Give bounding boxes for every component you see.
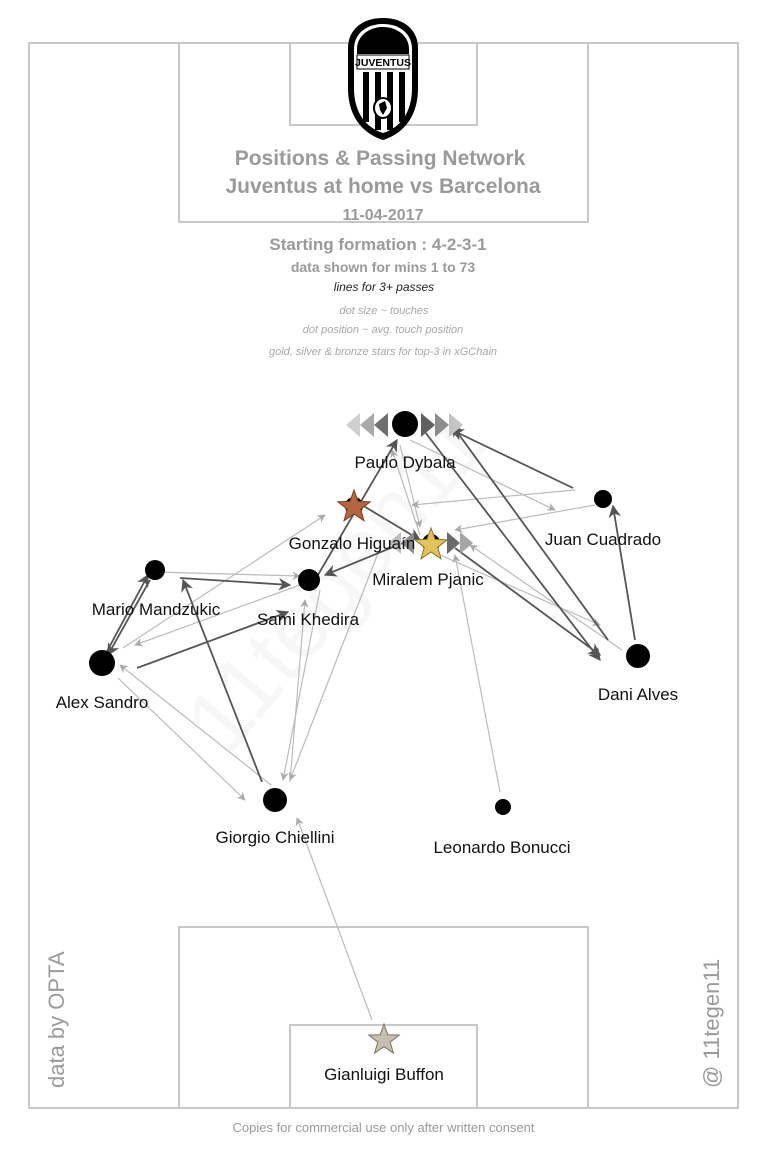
player-name-pjanic: Miralem Pjanic — [372, 570, 484, 589]
chevron-arrows-pjanic — [388, 532, 473, 554]
pass-line — [409, 439, 556, 511]
player-name-dybala: Paulo Dybala — [354, 453, 456, 472]
pass-line — [411, 489, 576, 509]
player-labels: Paulo Dybala Gonzalo Higuaín Miralem Pja… — [56, 453, 678, 1084]
player-name-mandzukic: Mario Mandzukic — [92, 600, 221, 619]
player-dot-bonucci — [495, 799, 511, 815]
pass-line — [452, 554, 501, 793]
copyright-footer: Copies for commercial use only after wri… — [232, 1120, 535, 1135]
match-date: 11-04-2017 — [343, 207, 424, 224]
pass-line — [107, 579, 151, 657]
chevron-arrows-dybala — [346, 413, 463, 437]
crest-text: JUVENTUS — [355, 57, 411, 69]
player-name-cuadrado: Juan Cuadrado — [545, 530, 661, 549]
player-dot-khedira — [298, 569, 320, 591]
formation-text: Starting formation : 4-2-3-1 — [269, 235, 486, 254]
player-name-sandro: Alex Sandro — [56, 693, 149, 712]
lines-note: lines for 3+ passes — [334, 280, 434, 294]
pass-line — [469, 544, 623, 651]
pass-line — [424, 431, 601, 661]
legend-dot-position: dot position ~ avg. touch position — [303, 324, 464, 336]
pass-line — [454, 547, 602, 656]
pass-line — [117, 677, 246, 801]
data-source-credit: data by OPTA — [44, 951, 69, 1088]
pass-line — [136, 610, 290, 669]
pass-line — [450, 429, 574, 489]
pass-line — [280, 589, 321, 781]
player-name-alves: Dani Alves — [598, 685, 678, 704]
juventus-crest-icon: JUVENTUS — [348, 18, 418, 140]
pass-lines-dark — [104, 423, 636, 783]
pass-line — [181, 578, 263, 783]
pass-lines-light — [117, 439, 623, 1021]
legend-dot-size: dot size ~ touches — [340, 305, 429, 317]
pass-line — [399, 444, 423, 528]
player-dot-sandro — [89, 650, 115, 676]
pass-line — [608, 504, 636, 641]
pass-line — [451, 423, 609, 641]
pass-line — [119, 664, 272, 786]
pass-line — [134, 584, 301, 647]
pass-line — [289, 599, 309, 783]
pass-line — [288, 547, 381, 781]
player-name-buffon: Gianluigi Buffon — [324, 1065, 444, 1084]
title-line-1: Positions & Passing Network — [235, 147, 526, 170]
legend-stars: gold, silver & bronze stars for top-3 in… — [269, 346, 497, 358]
silver-star-icon — [367, 1022, 401, 1055]
player-dot-mandzukic — [145, 560, 165, 580]
bronze-star-icon — [336, 488, 372, 522]
pass-line — [154, 571, 301, 580]
player-dot-dybala — [392, 411, 418, 437]
player-dot-cuadrado — [594, 490, 612, 508]
minutes-text: data shown for mins 1 to 73 — [291, 259, 476, 275]
gold-star-icon — [413, 526, 449, 560]
pass-line — [439, 554, 601, 626]
player-name-bonucci: Leonardo Bonucci — [433, 838, 570, 857]
player-name-khedira: Sami Khedira — [257, 610, 360, 629]
pass-line — [295, 817, 373, 1021]
header: Positions & Passing Network Juventus at … — [225, 147, 540, 275]
player-name-chiellini: Giorgio Chiellini — [215, 828, 334, 847]
pass-line — [361, 504, 422, 541]
pass-line — [104, 573, 149, 656]
title-line-2: Juventus at home vs Barcelona — [225, 175, 540, 198]
pass-line — [179, 577, 292, 591]
author-credit: @ 11tegen11 — [699, 958, 724, 1088]
pass-line — [454, 504, 596, 533]
player-dot-alves — [626, 644, 650, 668]
player-dot-chiellini — [263, 788, 287, 812]
player-name-higuain: Gonzalo Higuaín — [289, 534, 416, 553]
